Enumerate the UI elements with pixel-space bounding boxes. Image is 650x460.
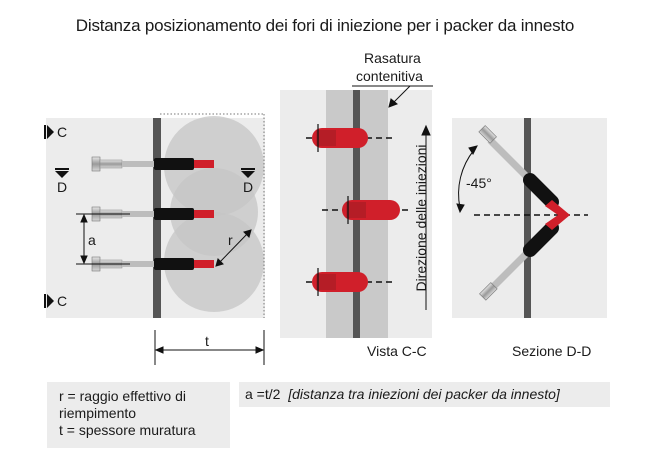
dotted-boundary [160, 113, 265, 318]
label-d-left: D [57, 179, 68, 195]
label-dim-r: r [228, 232, 233, 248]
legend-t-line: t = spessore muratura [59, 422, 196, 438]
diagram-title: Distanza posizionamento dei fori di inie… [75, 16, 575, 35]
legend-r-line2: riempimento [59, 405, 137, 421]
label-direction: Direzione delle iniezioni [413, 144, 429, 292]
label-dim-t: t [205, 333, 209, 349]
label-view-cc: Vista C-C [367, 343, 427, 359]
label-d-right: D [243, 179, 254, 195]
capsule-1 [312, 128, 368, 148]
dimension-t [154, 330, 265, 365]
dimension-a [76, 213, 130, 265]
label-angle: -45° [466, 175, 492, 191]
section-marker-c-top [44, 125, 54, 139]
legend-r-line1: r = raggio effettivo di [59, 388, 186, 404]
direction-arrow [421, 124, 431, 310]
formula-box: a =t/2 [distanza tra iniezioni dei packe… [239, 382, 610, 407]
middle-panel [280, 85, 433, 338]
right-panel [452, 118, 607, 318]
label-rasatura-2: contenitiva [356, 68, 423, 84]
section-marker-d-left [55, 168, 69, 178]
packer-right-upper [478, 125, 559, 209]
wall-right [524, 118, 531, 318]
label-c-top: C [57, 124, 68, 140]
packer-red-tip [545, 200, 570, 230]
section-marker-c-bottom [44, 294, 54, 308]
section-marker-d-right [241, 168, 255, 178]
legend-box: r = raggio effettivo di riempimento t = … [47, 382, 230, 448]
packer-left-1 [91, 156, 214, 172]
left-panel [44, 113, 265, 365]
capsule-ticks [317, 124, 349, 296]
label-rasatura-1: Rasatura [364, 50, 421, 66]
formula-expr: a =t/2 [245, 386, 281, 402]
label-section-dd: Sezione D-D [512, 343, 592, 359]
label-dim-a: a [88, 232, 96, 248]
capsule-2 [342, 200, 400, 220]
capsule-3 [312, 272, 368, 292]
label-c-bottom: C [57, 293, 68, 309]
angle-arc [456, 145, 478, 214]
packer-right-lower [479, 221, 559, 301]
formula-note: [distanza tra iniezioni dei packer da in… [288, 386, 560, 402]
dimension-r [215, 229, 252, 267]
rasatura-leader [352, 85, 433, 108]
